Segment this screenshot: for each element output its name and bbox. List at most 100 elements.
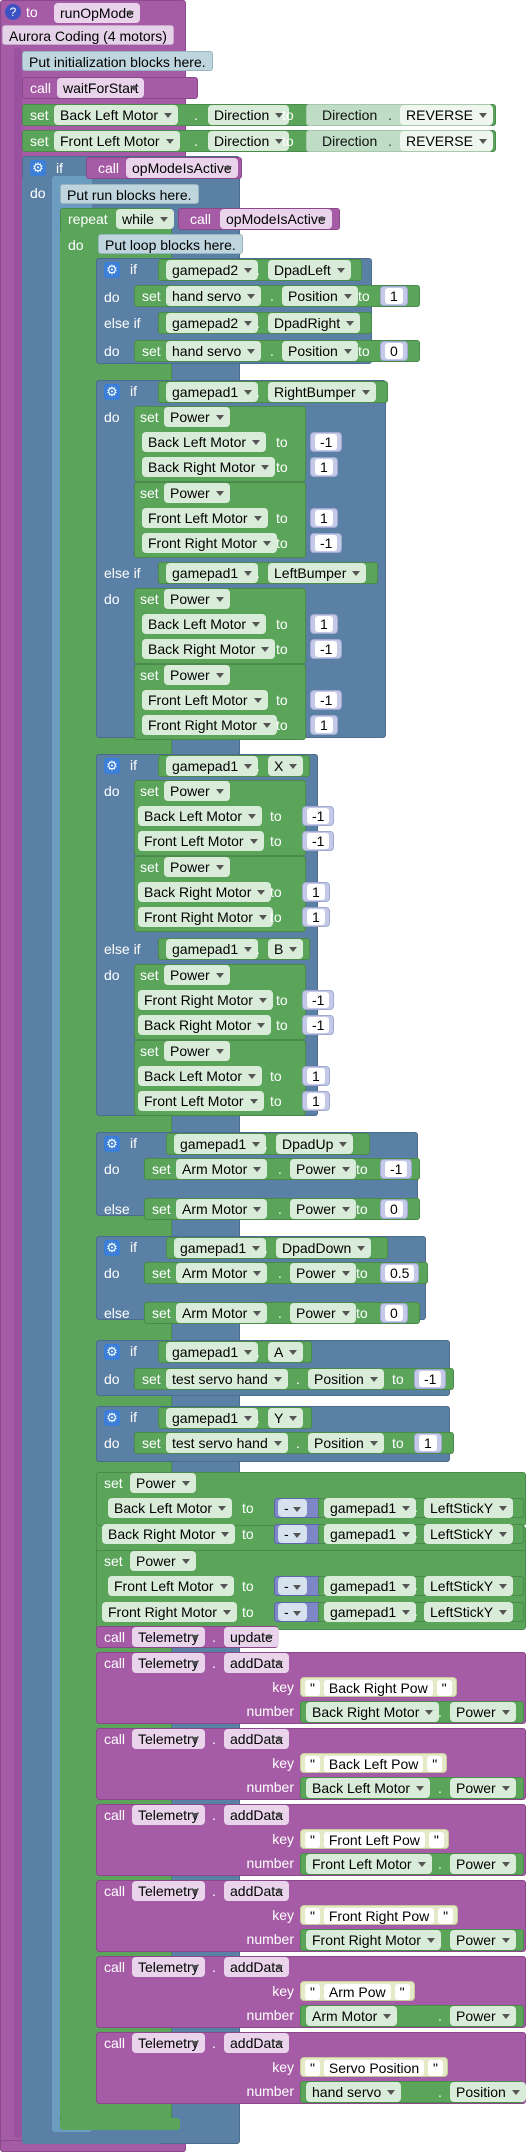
number-value[interactable]: -1 [307, 833, 330, 849]
number-value[interactable]: 1 [315, 717, 333, 733]
key-value[interactable]: Arm Pow [323, 1984, 391, 2000]
motor-dropdown[interactable]: Back Right Motor [102, 1524, 236, 1544]
minus-dropdown[interactable]: - [278, 1603, 307, 1621]
minus-dropdown[interactable]: - [278, 1525, 307, 1543]
key-value[interactable]: Back Left Pow [323, 1756, 424, 1772]
number-input[interactable]: -1 [310, 639, 343, 659]
motor-dropdown[interactable]: Back Right Motor [142, 457, 276, 477]
button-dropdown[interactable]: DpadDown [276, 1238, 372, 1258]
number-value[interactable]: 0 [385, 343, 403, 359]
number-input[interactable]: -1 [310, 690, 343, 710]
motor-dropdown[interactable]: Front Left Motor [108, 1576, 234, 1596]
direction-value[interactable]: REVERSE [400, 131, 493, 151]
property-dropdown[interactable]: Position [308, 1369, 384, 1389]
gamepad-dropdown[interactable]: gamepad2 [166, 260, 259, 280]
button-dropdown[interactable]: RightBumper [268, 382, 376, 402]
number-value[interactable]: -1 [307, 992, 330, 1008]
motor-dropdown[interactable]: Back Right Motor [138, 1015, 272, 1035]
number-input[interactable]: -1 [310, 432, 343, 452]
gear-icon[interactable]: ⚙ [104, 1344, 120, 1360]
adddata-method[interactable]: addData [224, 1653, 289, 1673]
motor-dropdown[interactable]: Arm Motor [176, 1199, 268, 1219]
motor-dropdown[interactable]: Back Left Motor [108, 1498, 233, 1518]
adddata-method[interactable]: addData [224, 1805, 289, 1825]
run-comment[interactable]: Put run blocks here. [60, 184, 199, 204]
motor-dropdown[interactable]: Front Right Motor [142, 715, 277, 735]
servo-dropdown[interactable]: test servo hand [166, 1369, 288, 1389]
property-dropdown[interactable]: Direction [208, 131, 290, 151]
power-dropdown[interactable]: Power [164, 781, 230, 801]
telemetry-object[interactable]: Telemetry [132, 1881, 205, 1901]
key-value[interactable]: Back Right Pow [323, 1680, 433, 1696]
number-value[interactable]: 0 [385, 1201, 403, 1217]
key-string[interactable]: " Front Right Pow " [300, 1905, 459, 1925]
number-input[interactable]: 0 [380, 1303, 408, 1323]
number-input[interactable]: 0 [380, 1199, 408, 1219]
gamepad-dropdown[interactable]: gamepad1 [166, 939, 259, 959]
gamepad-dropdown[interactable]: gamepad1 [324, 1524, 417, 1544]
number-input[interactable]: 1 [310, 457, 338, 477]
number-input[interactable]: 1 [310, 715, 338, 735]
stick-dropdown[interactable]: LeftStickY [424, 1602, 514, 1622]
key-string[interactable]: " Front Left Pow " [300, 1829, 449, 1849]
init-comment[interactable]: Put initialization blocks here. [22, 51, 213, 71]
adddata-method[interactable]: addData [224, 1729, 289, 1749]
motor-dropdown[interactable]: Front Right Motor [306, 1930, 441, 1950]
motor-dropdown[interactable]: Arm Motor [176, 1303, 268, 1323]
help-icon[interactable]: ? [5, 4, 21, 20]
button-dropdown[interactable]: Y [268, 1408, 304, 1428]
motor-dropdown[interactable]: Arm Motor [306, 2006, 398, 2026]
gear-icon[interactable]: ⚙ [104, 1410, 120, 1426]
motor-dropdown[interactable]: Front Left Motor [142, 508, 268, 528]
number-value[interactable]: 1 [307, 884, 325, 900]
number-input[interactable]: 0.5 [380, 1263, 420, 1283]
number-value[interactable]: 1 [307, 909, 325, 925]
while-dropdown[interactable]: while [116, 209, 174, 229]
number-value[interactable]: -1 [385, 1161, 408, 1177]
number-value[interactable]: 1 [315, 616, 333, 632]
property-dropdown[interactable]: Power [450, 1778, 516, 1798]
motor-dropdown[interactable]: Arm Motor [176, 1263, 268, 1283]
number-value[interactable]: -1 [307, 1017, 330, 1033]
key-string[interactable]: " Back Right Pow " [300, 1677, 457, 1697]
op-mode-name[interactable]: Aurora Coding (4 motors) [2, 25, 174, 45]
gamepad-dropdown[interactable]: gamepad1 [324, 1498, 417, 1518]
property-dropdown[interactable]: Power [450, 1930, 516, 1950]
key-value[interactable]: Front Right Pow [323, 1908, 435, 1924]
motor-dropdown[interactable]: Back Left Motor [54, 105, 179, 125]
number-value[interactable]: 0 [385, 1305, 403, 1321]
property-dropdown[interactable]: Power [450, 1854, 516, 1874]
gear-icon[interactable]: ⚙ [104, 384, 120, 400]
property-dropdown[interactable]: Power [290, 1303, 356, 1323]
motor-dropdown[interactable]: Back Left Motor [142, 432, 267, 452]
motor-dropdown[interactable]: Arm Motor [176, 1159, 268, 1179]
property-dropdown[interactable]: Power [290, 1159, 356, 1179]
telemetry-object[interactable]: Telemetry [132, 1627, 205, 1647]
number-input[interactable]: 1 [302, 1066, 330, 1086]
power-dropdown[interactable]: Power [164, 665, 230, 685]
motor-dropdown[interactable]: Front Right Motor [138, 907, 273, 927]
number-value[interactable]: -1 [315, 535, 338, 551]
number-value[interactable]: -1 [315, 434, 338, 450]
number-input[interactable]: 1 [310, 508, 338, 528]
stick-dropdown[interactable]: LeftStickY [424, 1524, 514, 1544]
number-input[interactable]: 1 [302, 882, 330, 902]
motor-dropdown[interactable]: Front Left Motor [142, 690, 268, 710]
number-value[interactable]: -1 [307, 808, 330, 824]
property-dropdown[interactable]: Power [450, 1702, 516, 1722]
number-input[interactable]: 1 [302, 1091, 330, 1111]
key-value[interactable]: Front Left Pow [323, 1832, 425, 1848]
motor-dropdown[interactable]: Back Left Motor [142, 614, 267, 634]
telemetry-object[interactable]: Telemetry [132, 1729, 205, 1749]
gamepad-dropdown[interactable]: gamepad1 [166, 756, 259, 776]
power-dropdown[interactable]: Power [164, 1041, 230, 1061]
stick-dropdown[interactable]: LeftStickY [424, 1576, 514, 1596]
adddata-method[interactable]: addData [224, 2033, 289, 2053]
servo-dropdown[interactable]: test servo hand [166, 1433, 288, 1453]
number-value[interactable]: 1 [315, 459, 333, 475]
minus-dropdown[interactable]: - [278, 1577, 307, 1595]
adddata-method[interactable]: addData [224, 1957, 289, 1977]
gamepad-dropdown[interactable]: gamepad1 [324, 1576, 417, 1596]
number-input[interactable]: 1 [414, 1433, 442, 1453]
